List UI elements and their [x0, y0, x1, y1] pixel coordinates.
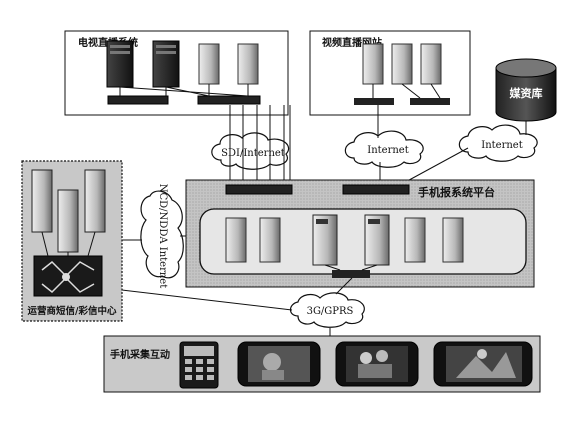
cloud-internet: Internet: [458, 124, 538, 162]
server-icon: [84, 169, 106, 233]
server-icon: [312, 214, 338, 266]
server-icon: [420, 43, 442, 85]
server-icon: [152, 40, 180, 88]
phone-video-icon: [335, 341, 419, 387]
operator-sms-mms-center: 运营商短信/彩信中心: [21, 160, 123, 322]
server-icon: [198, 43, 220, 85]
cloud-label: NCD/NDDA Internet: [157, 184, 168, 288]
mobile-news-platform: 手机报系统平台: [185, 179, 535, 288]
switch-icon: [342, 184, 410, 195]
server-icon: [404, 217, 426, 263]
video-live-site-box: 视频直播网站: [309, 30, 471, 116]
mobile-label: 手机采集互动: [110, 348, 170, 361]
cloud-ncd-ndda-internet: NCD/NDDA Internet: [140, 184, 184, 288]
tv-live-system-box: 电视直播系统: [64, 30, 289, 116]
server-icon: [362, 43, 384, 85]
switch-icon: [410, 98, 450, 105]
server-icon: [31, 169, 53, 233]
cloud-3g-gprs: 3G/GPRS: [289, 292, 365, 328]
router-icon: [33, 255, 103, 297]
cloud-sdi-internet: SDI/Internet: [211, 132, 290, 170]
switch-icon: [197, 95, 261, 105]
phone-icon: [179, 341, 219, 389]
switch-icon: [354, 98, 394, 105]
server-icon: [237, 43, 259, 85]
cloud-label: Internet: [481, 140, 522, 151]
cloud-label: Internet: [367, 145, 408, 156]
media-db-label: 媒资库: [509, 86, 543, 100]
switch-icon: [225, 184, 293, 195]
switch-icon: [332, 270, 370, 278]
media-database: 媒资库: [495, 58, 557, 122]
server-icon: [364, 214, 390, 266]
phone-video-icon: [237, 341, 321, 387]
server-icon: [106, 40, 134, 88]
server-icon: [225, 217, 247, 263]
server-icon: [391, 43, 413, 85]
phone-video-icon: [433, 341, 533, 387]
switch-icon: [107, 95, 169, 105]
server-icon: [57, 189, 79, 253]
cloud-label: SDI/Internet: [221, 148, 285, 159]
server-icon: [442, 217, 464, 263]
platform-label: 手机报系统平台: [418, 185, 495, 199]
cloud-internet: Internet: [344, 130, 424, 168]
operator-label: 运营商短信/彩信中心: [28, 305, 117, 317]
mobile-interaction-panel: 手机采集互动: [103, 335, 541, 393]
server-icon: [259, 217, 281, 263]
cloud-label: 3G/GPRS: [307, 306, 354, 317]
